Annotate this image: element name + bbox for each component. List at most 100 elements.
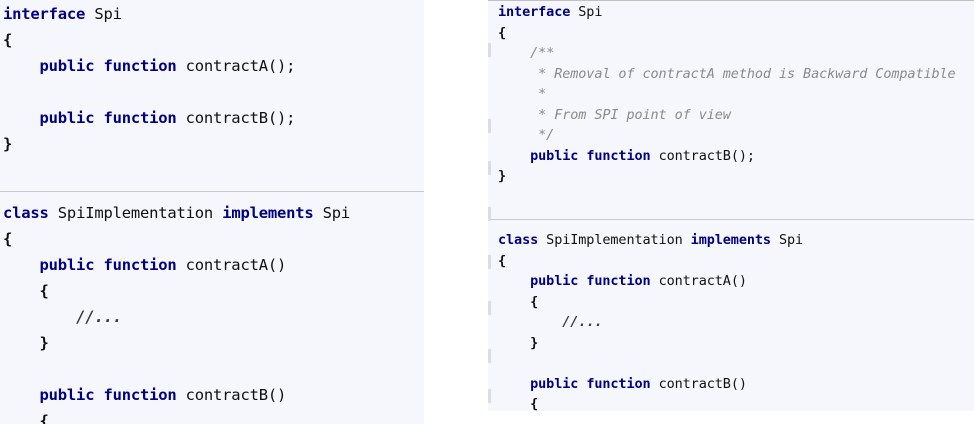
code-line: public function contractA() xyxy=(0,252,424,278)
code-line: //... xyxy=(0,304,424,330)
code-token: interface xyxy=(3,5,86,23)
panel-divider-wrap-right xyxy=(488,207,974,220)
code-block-interface-before: interface Spi { public function contractA… xyxy=(0,0,424,183)
code-line: public function contractB() xyxy=(488,374,974,395)
code-token: //... xyxy=(562,314,603,330)
code-token: contractB(); xyxy=(650,147,755,164)
code-block-class-after: class SpiImplementation implements Spi{ … xyxy=(488,220,974,411)
code-token: { xyxy=(498,24,507,41)
code-token: SpiImplementation xyxy=(538,232,691,248)
code-token: public function xyxy=(39,256,177,274)
code-token: class xyxy=(498,232,539,248)
panel-divider-right xyxy=(488,219,974,220)
code-line: public function contractB() xyxy=(0,382,424,408)
code-line: class SpiImplementation implements Spi xyxy=(488,230,974,251)
code-token: { xyxy=(498,293,539,310)
code-line: /** xyxy=(488,43,974,64)
code-token xyxy=(498,107,538,123)
code-token: } xyxy=(3,334,49,352)
code-token xyxy=(498,45,530,61)
code-token: contractA() xyxy=(176,256,287,274)
code-line xyxy=(488,187,974,208)
code-token: implements xyxy=(690,232,771,248)
code-token: } xyxy=(3,135,13,153)
code-token: contractA(); xyxy=(176,57,296,75)
code-panel-after: interface Spi{ /** * Removal of contract… xyxy=(488,0,974,411)
code-token: } xyxy=(498,168,507,184)
code-token: contractB(); xyxy=(176,109,296,127)
code-line: * xyxy=(488,84,974,105)
code-token: public function xyxy=(530,147,651,164)
code-line: { xyxy=(0,27,424,53)
code-line: public function contractA(); xyxy=(0,53,424,79)
code-token: { xyxy=(3,412,49,424)
code-token: { xyxy=(498,396,539,411)
code-token xyxy=(498,66,538,82)
code-line xyxy=(488,353,974,374)
code-line: { xyxy=(488,292,974,313)
code-token: Spi xyxy=(313,204,351,222)
code-token xyxy=(3,109,40,127)
code-line: { xyxy=(488,251,974,272)
code-line: { xyxy=(0,226,424,252)
code-line: interface Spi xyxy=(0,1,424,27)
code-token xyxy=(498,273,530,289)
panel-divider-wrap-left xyxy=(0,183,424,192)
code-token: { xyxy=(3,31,13,49)
code-line xyxy=(0,79,424,105)
code-token: { xyxy=(498,252,507,269)
code-token: implements xyxy=(222,204,314,222)
code-token xyxy=(498,148,530,164)
code-token xyxy=(3,57,40,75)
code-line: } xyxy=(488,333,974,354)
code-line xyxy=(0,157,424,183)
code-token: interface xyxy=(498,4,571,20)
code-line: * From SPI point of view xyxy=(488,105,974,126)
code-line: { xyxy=(488,23,974,44)
code-line: interface Spi xyxy=(488,2,974,23)
code-token xyxy=(3,386,40,404)
code-line: //... xyxy=(488,312,974,333)
code-line: } xyxy=(0,131,424,157)
code-token: * From SPI point of view xyxy=(538,106,731,123)
code-line: class SpiImplementation implements Spi xyxy=(0,200,424,226)
code-token xyxy=(3,256,40,274)
code-panel-before: interface Spi { public function contractA… xyxy=(0,0,424,424)
code-line: public function contractA() xyxy=(488,271,974,292)
code-token: } xyxy=(498,334,539,351)
code-token: /** xyxy=(530,45,555,61)
code-token: { xyxy=(3,230,13,248)
code-line: } xyxy=(0,330,424,356)
panel-divider-left xyxy=(0,191,424,192)
code-line xyxy=(0,356,424,382)
code-line: { xyxy=(0,408,424,424)
code-line: } xyxy=(488,166,974,187)
code-token: Spi xyxy=(570,4,603,20)
code-token: contractA() xyxy=(650,273,747,289)
code-token: public function xyxy=(39,57,177,75)
code-token: public function xyxy=(39,109,177,127)
code-block-interface-after: interface Spi{ /** * Removal of contract… xyxy=(488,1,974,207)
code-token: */ xyxy=(538,127,555,143)
code-token: public function xyxy=(530,375,651,392)
code-token xyxy=(498,376,530,392)
code-line: */ xyxy=(488,125,974,146)
code-token: public function xyxy=(530,273,651,289)
code-block-class-before: class SpiImplementation implements Spi{ … xyxy=(0,192,424,424)
code-token: * xyxy=(538,86,547,102)
code-line: public function contractB(); xyxy=(488,146,974,167)
code-token: class xyxy=(3,204,49,222)
code-token xyxy=(3,308,76,326)
code-token: { xyxy=(3,282,49,300)
code-line: { xyxy=(0,278,424,304)
code-token: contractB() xyxy=(650,375,747,392)
code-token: SpiImplementation xyxy=(48,204,223,222)
code-token xyxy=(498,127,538,143)
code-token: //... xyxy=(76,308,122,326)
code-token: contractB() xyxy=(176,386,287,404)
code-line: { xyxy=(488,394,974,411)
code-token: Spi xyxy=(770,232,804,248)
code-line: * Removal of contractA method is Backwar… xyxy=(488,64,974,85)
code-token: Spi xyxy=(85,5,122,23)
code-token xyxy=(498,86,538,102)
